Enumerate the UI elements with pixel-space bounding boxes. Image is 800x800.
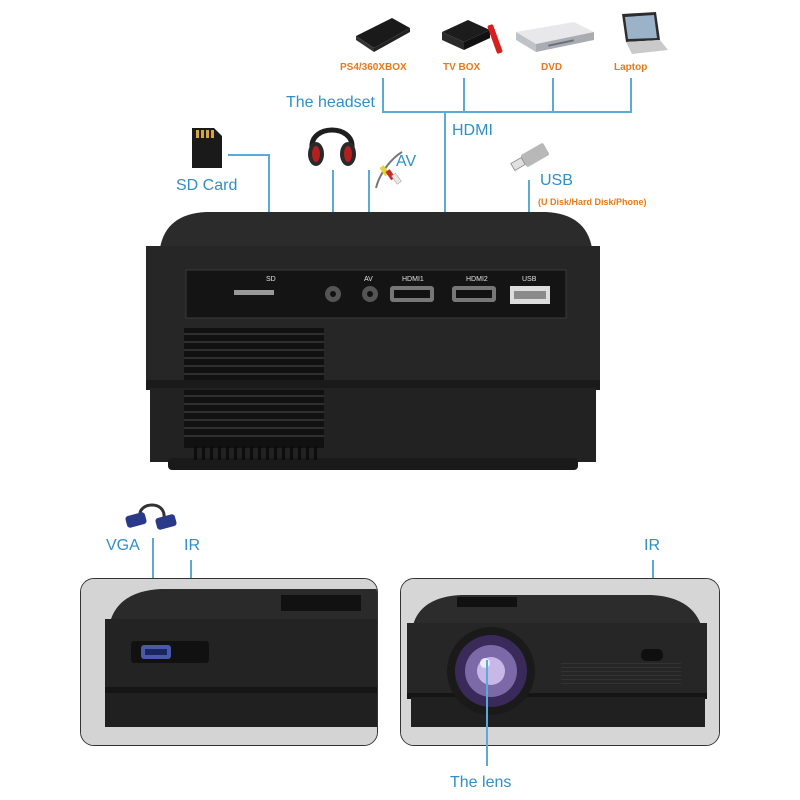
tv-box-icon — [438, 12, 508, 58]
connector-line — [228, 154, 270, 156]
connector-line — [382, 78, 384, 112]
tvbox-label: TV BOX — [443, 62, 481, 73]
sd-card-icon — [190, 126, 224, 170]
front-view-panel — [400, 578, 720, 746]
vga-label: VGA — [106, 537, 140, 554]
ps4-console-icon — [352, 14, 412, 54]
connector-line — [486, 660, 488, 766]
ir-right-label: IR — [644, 537, 660, 554]
usb-label: USB — [540, 172, 573, 189]
sd-card-label: SD Card — [176, 177, 238, 194]
lens-label: The lens — [450, 774, 512, 791]
connector-line — [382, 111, 632, 113]
dvd-label: DVD — [541, 62, 563, 73]
port-label-hdmi1: HDMI1 — [402, 276, 424, 283]
headphones-icon — [304, 114, 360, 172]
port-label-sd: SD — [266, 276, 276, 283]
ir-left-label: IR — [184, 537, 200, 554]
port-label-hdmi2: HDMI2 — [466, 276, 488, 283]
av-label: AV — [396, 153, 417, 170]
projector-rear-body — [146, 210, 600, 472]
ps4-label: PS4/360XBOX — [340, 62, 407, 73]
headset-label: The headset — [286, 94, 375, 111]
av-cable-icon — [372, 148, 406, 192]
port-label-av: AV — [364, 276, 373, 283]
dvd-player-icon — [514, 20, 596, 54]
connector-line — [463, 78, 465, 112]
laptop-icon — [612, 10, 670, 58]
side-view-panel — [80, 578, 378, 746]
usb-stick-icon — [510, 140, 556, 180]
usb-subtitle: (U Disk/Hard Disk/Phone) — [538, 197, 647, 207]
port-label-usb: USB — [522, 276, 537, 283]
vga-cable-icon — [120, 496, 184, 540]
connector-line — [552, 78, 554, 112]
hdmi-label: HDMI — [452, 122, 493, 139]
connector-line — [630, 78, 632, 112]
laptop-label: Laptop — [614, 62, 648, 73]
connector-line — [444, 111, 446, 276]
